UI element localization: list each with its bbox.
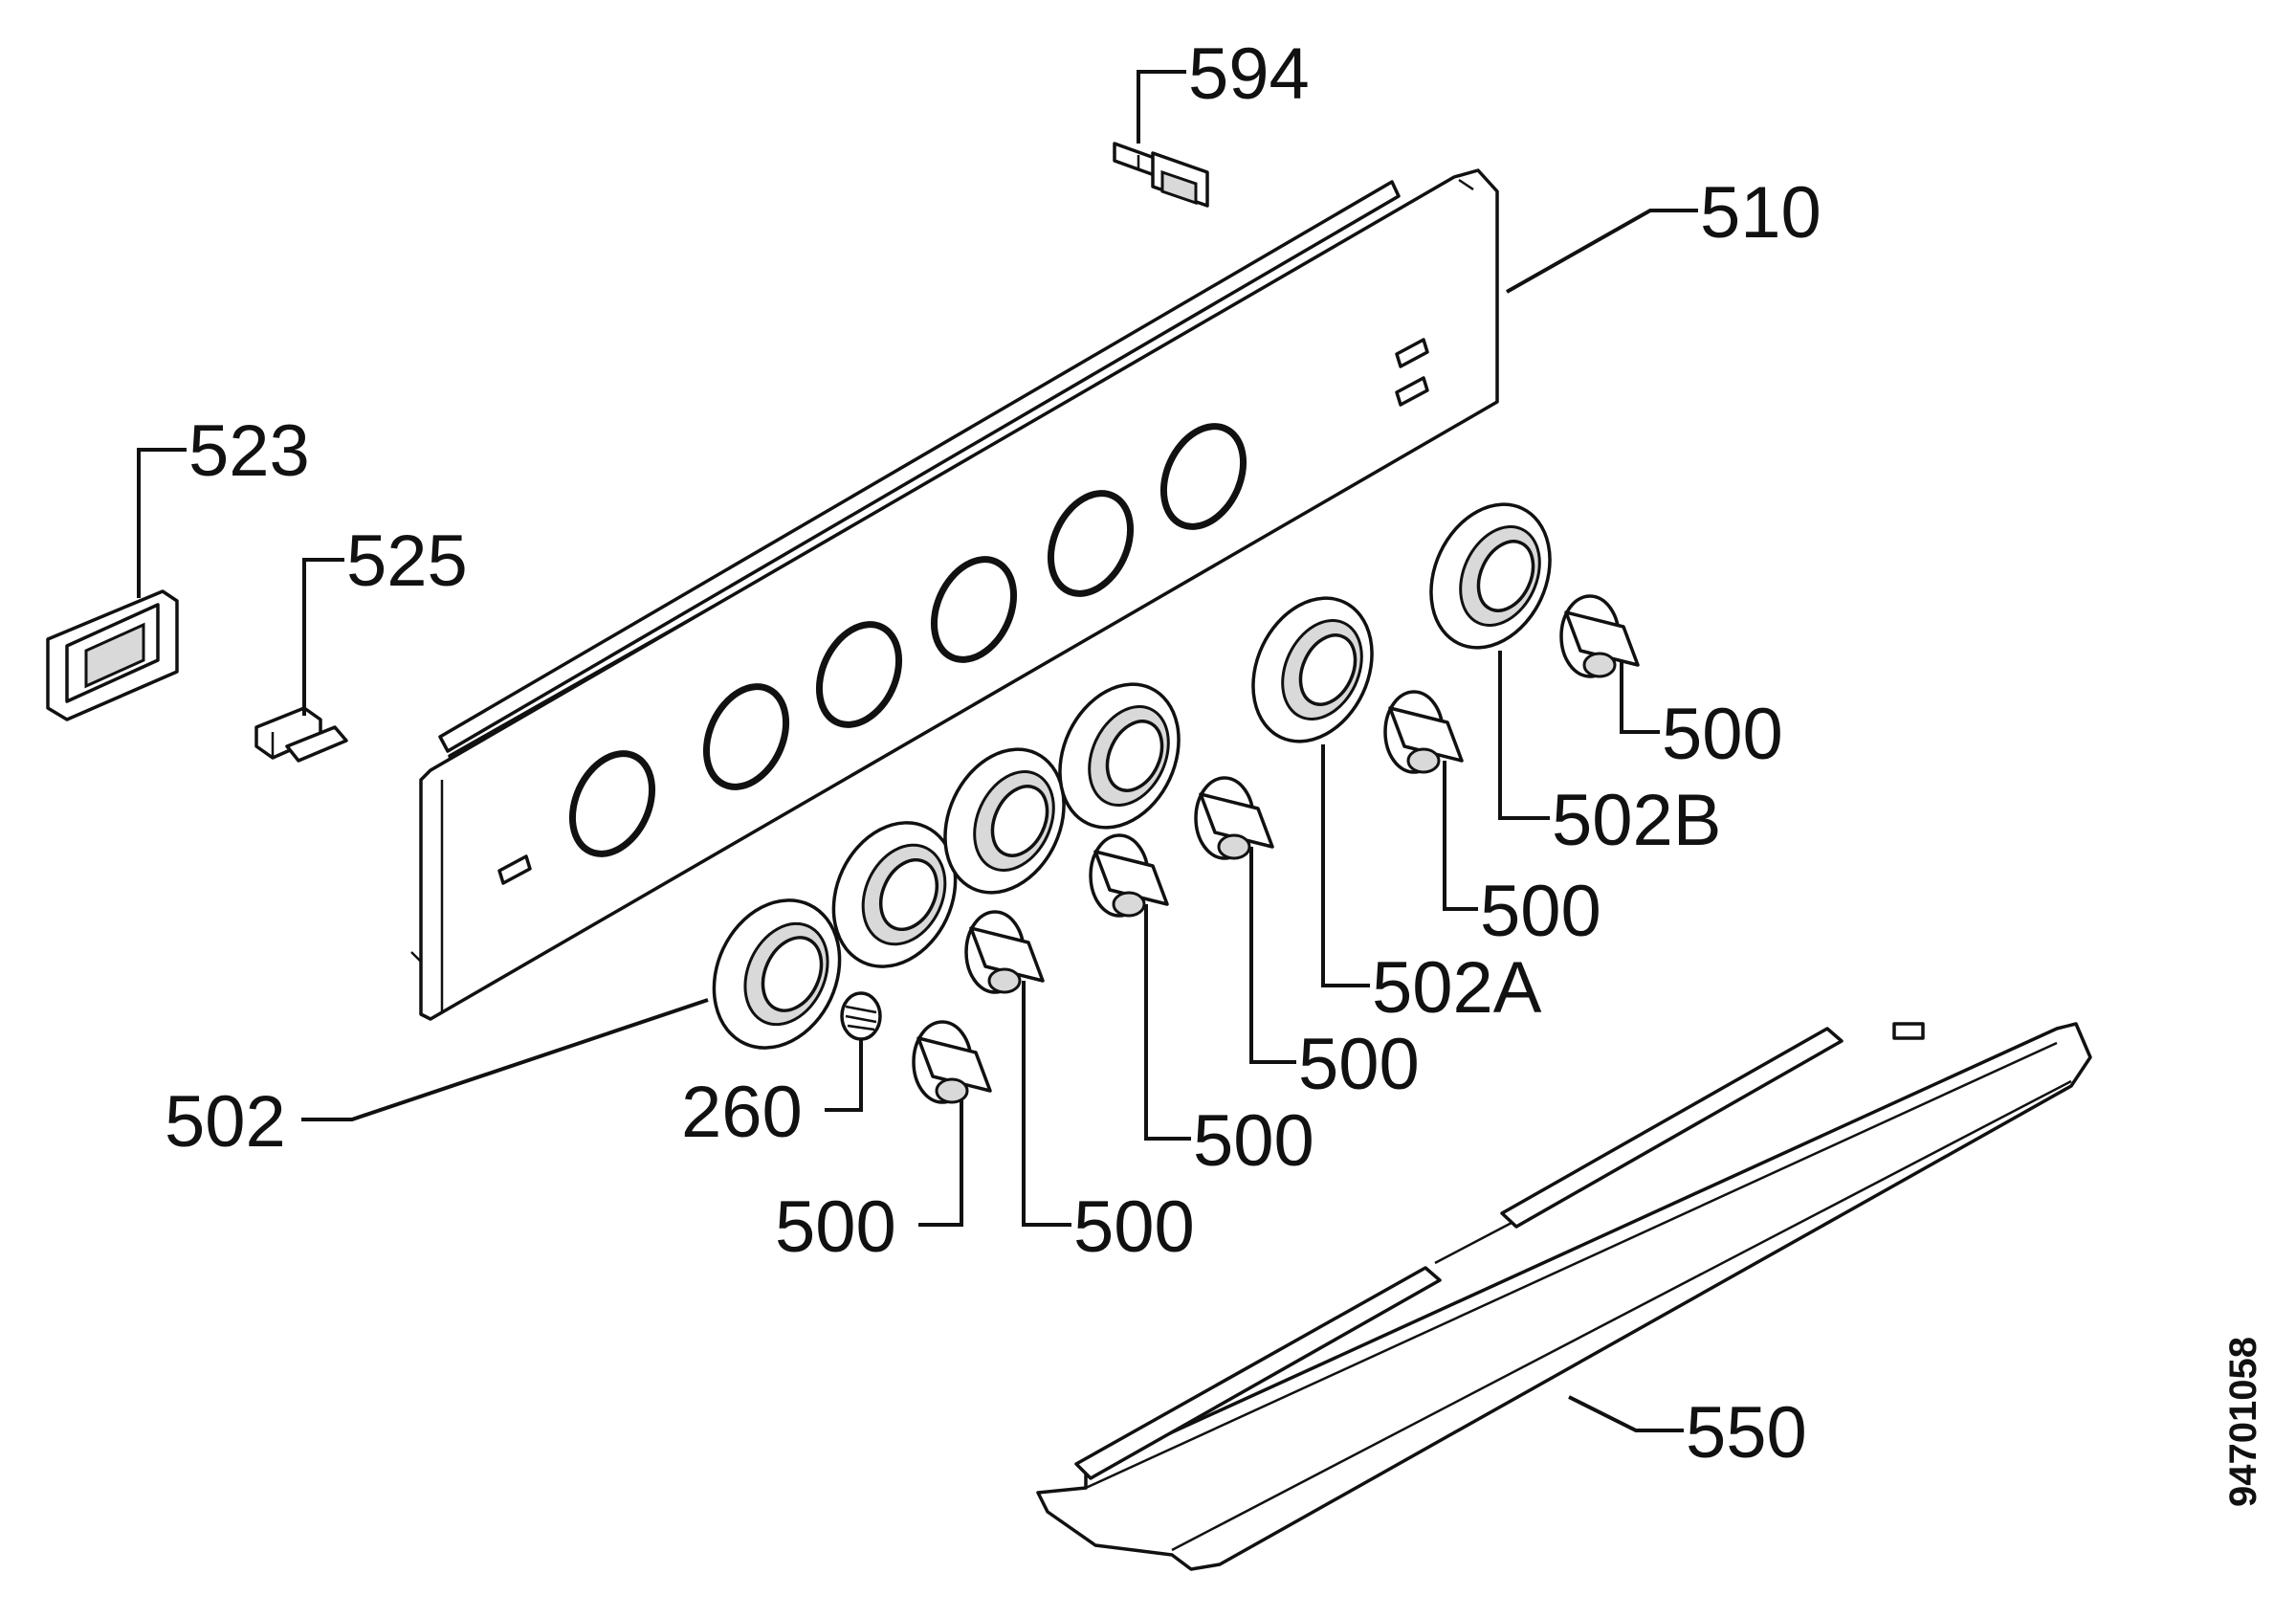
- leader-lines: [137, 70, 1698, 1432]
- leader-500-c: [1249, 847, 1296, 1064]
- panel-hole-3: [815, 621, 903, 728]
- label-500-b: 500: [1480, 871, 1601, 952]
- label-502: 502: [165, 1081, 286, 1163]
- leader-260: [825, 1039, 863, 1112]
- leader-500-e: [1022, 981, 1071, 1227]
- label-502B: 502B: [1552, 780, 1722, 861]
- label-260: 260: [681, 1072, 803, 1153]
- leader-550: [1568, 1395, 1684, 1432]
- leader-523: [137, 448, 187, 598]
- bezel-ring-502A: [1251, 596, 1374, 743]
- leader-500-b: [1443, 761, 1478, 911]
- leader-525: [302, 558, 344, 716]
- label-523: 523: [188, 410, 310, 492]
- knob-500-5: [1383, 690, 1464, 774]
- leader-502: [301, 998, 709, 1121]
- label-500-e: 500: [1073, 1186, 1195, 1268]
- bezel-ring-502-3: [943, 747, 1066, 895]
- leader-500-a: [1620, 660, 1660, 734]
- leader-594: [1137, 70, 1186, 144]
- part-510-control-panel: [410, 168, 1499, 1021]
- leader-510: [1506, 209, 1698, 294]
- panel-hole-5: [1047, 490, 1135, 597]
- leader-502B: [1498, 651, 1550, 820]
- label-594: 594: [1188, 33, 1310, 115]
- document-id: 94701058: [2222, 1337, 2264, 1507]
- knob-500-2: [964, 910, 1045, 994]
- part-550-trim-strip: [1036, 1022, 2092, 1571]
- control-knobs: [912, 594, 1640, 1104]
- label-500-a: 500: [1662, 694, 1783, 775]
- knob-500-1: [912, 1020, 992, 1104]
- label-500-d: 500: [775, 1186, 896, 1268]
- bezel-ring-502-1: [712, 898, 842, 1050]
- panel-hole-4: [930, 556, 1018, 663]
- panel-hole-1: [568, 750, 656, 857]
- knob-500-6: [1559, 594, 1640, 678]
- bezel-ring-502-4: [1058, 682, 1181, 830]
- leader-500-d: [918, 1100, 963, 1227]
- label-550: 550: [1686, 1392, 1807, 1474]
- leader-500-f: [1144, 904, 1191, 1141]
- bezel-rings: [712, 502, 1552, 1050]
- part-594-clip: [1113, 142, 1209, 208]
- panel-hole-2: [702, 683, 790, 790]
- bezel-ring-502-2: [831, 821, 958, 968]
- knob-500-4: [1194, 776, 1274, 860]
- panel-hole-6: [1159, 423, 1247, 530]
- leader-502A: [1321, 744, 1370, 987]
- label-525: 525: [346, 521, 468, 602]
- label-500-c: 500: [1298, 1024, 1420, 1105]
- part-260-spring: [840, 991, 882, 1041]
- part-labels: 594 510 523 525 500 502B 500 502A 500 50…: [165, 33, 1821, 1474]
- part-525-switch: [254, 706, 348, 763]
- knob-500-3: [1089, 833, 1169, 918]
- label-510: 510: [1700, 172, 1821, 254]
- label-502A: 502A: [1372, 947, 1542, 1029]
- bezel-ring-502B: [1429, 502, 1552, 650]
- label-500-f: 500: [1193, 1100, 1314, 1182]
- part-523-housing: [46, 589, 179, 721]
